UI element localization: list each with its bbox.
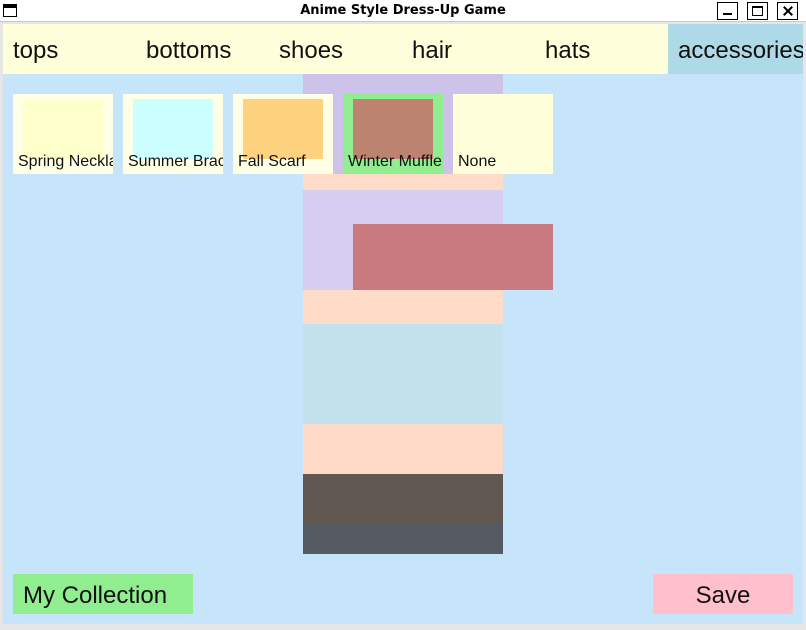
item-swatch <box>23 99 103 159</box>
item-swatch <box>133 99 213 159</box>
title-bar[interactable]: Anime Style Dress-Up Game <box>0 0 806 22</box>
item-label: Winter Muffler <box>348 153 443 170</box>
item-card-winter-muffler[interactable]: Winter Muffler <box>343 94 443 174</box>
window-title: Anime Style Dress-Up Game <box>300 3 506 18</box>
item-card-fall-scarf[interactable]: Fall Scarf <box>233 94 333 174</box>
window-menu-icon[interactable] <box>3 4 17 17</box>
minimize-button[interactable] <box>717 2 738 20</box>
tab-tops[interactable]: tops <box>13 37 59 64</box>
item-label: Fall Scarf <box>238 153 306 170</box>
close-button[interactable] <box>777 2 798 20</box>
tab-bottoms[interactable]: bottoms <box>146 37 232 64</box>
maximize-button[interactable] <box>747 2 768 20</box>
tab-accessories[interactable]: accessories <box>668 24 803 74</box>
item-swatch <box>353 99 433 159</box>
item-card-spring-necklace[interactable]: Spring Necklace <box>13 94 113 174</box>
my-collection-button[interactable]: My Collection <box>13 574 193 614</box>
item-swatch <box>243 99 323 159</box>
tab-hats[interactable]: hats <box>545 37 591 64</box>
save-button[interactable]: Save <box>653 574 793 614</box>
character-muffler <box>353 224 553 290</box>
item-card-none[interactable]: None <box>453 94 553 174</box>
item-swatch <box>463 99 543 159</box>
game-canvas: tops bottoms shoes hair hats accessories… <box>3 24 803 624</box>
tab-hair[interactable]: hair <box>412 37 453 64</box>
item-label: None <box>458 153 497 170</box>
character-face <box>303 290 503 324</box>
item-card-summer-bracelet[interactable]: Summer Bracelet <box>123 94 223 174</box>
character-face-top <box>303 174 503 190</box>
character-top <box>303 324 503 424</box>
character-legs <box>303 424 503 474</box>
character-bottoms <box>303 474 503 524</box>
tab-shoes[interactable]: shoes <box>279 37 344 64</box>
item-label: Summer Bracelet <box>128 153 223 170</box>
character-shoes <box>303 524 503 554</box>
item-label: Spring Necklace <box>18 153 113 170</box>
category-tab-bar: tops bottoms shoes hair hats accessories <box>3 24 803 74</box>
